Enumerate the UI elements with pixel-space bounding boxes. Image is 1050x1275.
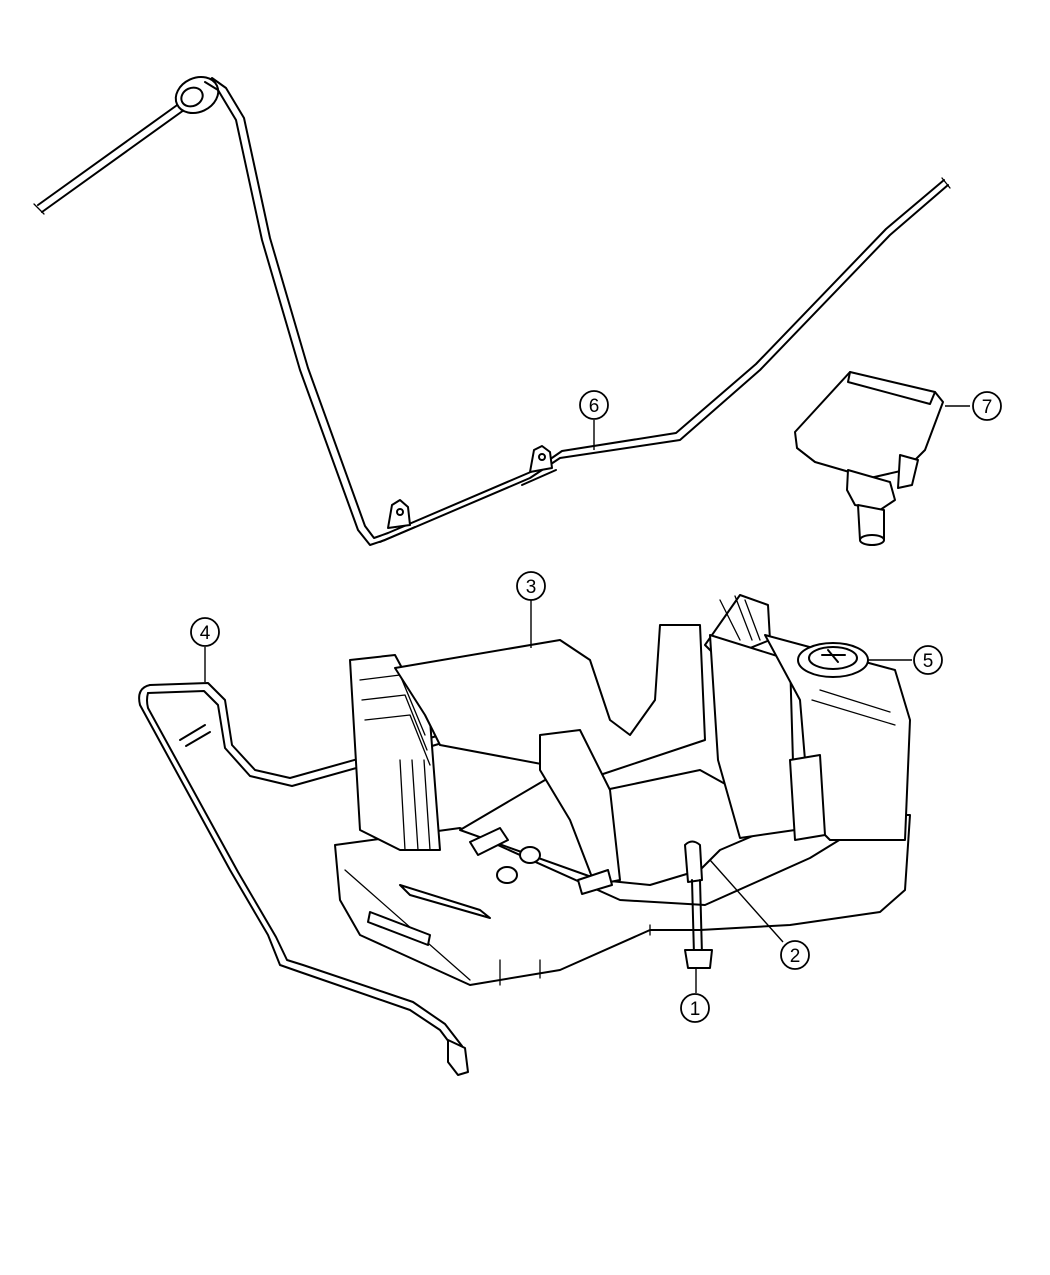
callout-4: 4: [190, 617, 220, 647]
callout-6: 6: [579, 390, 609, 420]
callout-3-label: 3: [526, 577, 537, 598]
part-6-washer-hose: [33, 76, 951, 546]
part-7-washer-nozzle: [794, 371, 944, 546]
callout-1: 1: [680, 993, 710, 1023]
callout-5-label: 5: [923, 651, 934, 672]
callout-1-label: 1: [690, 999, 701, 1020]
callout-2-label: 2: [790, 946, 801, 967]
callout-5: 5: [913, 645, 943, 675]
part-4-washer-hose: [138, 682, 469, 1076]
callout-7-label: 7: [982, 397, 993, 418]
callout-6-label: 6: [589, 396, 600, 417]
callout-4-label: 4: [200, 623, 211, 644]
callout-7: 7: [972, 391, 1002, 421]
leader-lines: [204, 405, 970, 993]
part-3-washer-reservoir: [334, 594, 911, 986]
callout-2: 2: [780, 940, 810, 970]
callout-3: 3: [516, 571, 546, 601]
